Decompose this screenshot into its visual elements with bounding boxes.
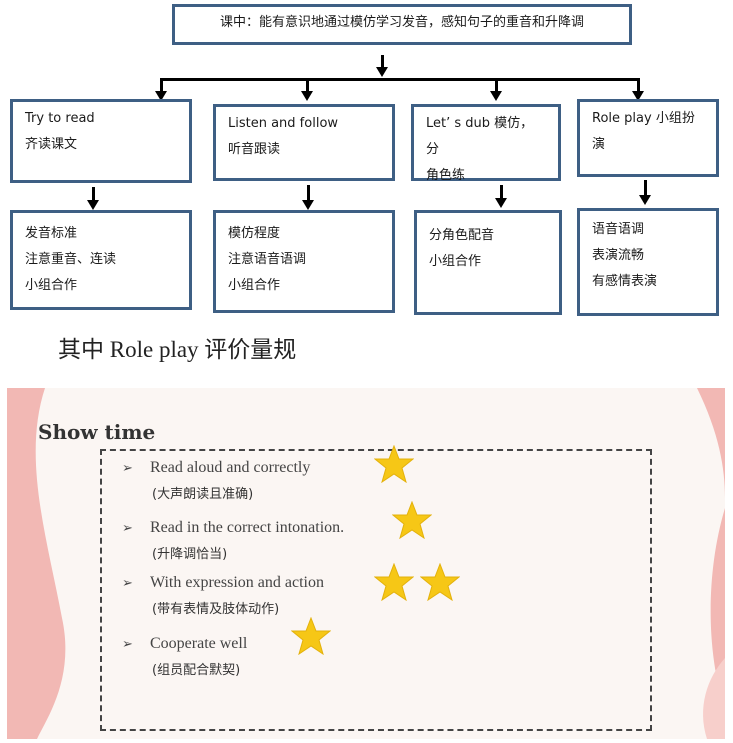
goal-line: 表演流畅 — [592, 248, 645, 263]
goal-line: 注意语音语调 — [228, 252, 307, 267]
star-icon — [291, 617, 331, 655]
connector-stem — [381, 55, 384, 69]
activity-zh: 听音跟读 — [228, 142, 281, 157]
arrow-down-icon — [376, 67, 388, 77]
rubric-caption: 其中 Role play 评价量规 — [58, 337, 297, 362]
arrow-down-icon — [490, 91, 502, 101]
goal-box-role-play: 语音语调 表演流畅 有感情表演 — [577, 208, 719, 316]
activity-en: Let’ s dub — [426, 116, 491, 131]
arrow-bullet-icon: ➢ — [122, 575, 133, 590]
activity-box-dub: Let’ s dub 模仿，分 角色练 — [411, 104, 561, 183]
arrow-down-icon — [632, 91, 644, 101]
connector-branch-4 — [637, 78, 640, 92]
goal-line: 注意重音、连读 — [25, 252, 117, 267]
goal-line: 有感情表演 — [592, 274, 658, 289]
goal-line: 分角色配音 — [429, 228, 495, 243]
criterion-en: Read in the correct intonation. — [150, 519, 345, 536]
arrow-bullet-icon: ➢ — [122, 520, 133, 535]
criterion-zh: (升降调恰当) — [152, 547, 228, 562]
activity-box-role-play: Role play 小组扮 演 — [577, 99, 719, 177]
star-icon — [420, 563, 460, 601]
connector-down-3 — [500, 185, 503, 199]
lesson-goal-text: 课中：能有意识地通过模仿学习发音，感知句子的重音和升降调 — [219, 15, 584, 30]
activity-en-line: Role play 小组扮 — [592, 106, 704, 132]
activity-en: Role play — [592, 111, 652, 126]
criterion-en: Read aloud and correctly — [150, 459, 311, 476]
connector-branch-3 — [495, 78, 498, 92]
star-icon — [374, 445, 414, 483]
criterion-item: ➢ Cooperate well (组员配合默契) — [122, 635, 247, 678]
activity-zh: 演 — [592, 137, 606, 152]
connector-down-1 — [92, 187, 95, 201]
goal-box-dub: 分角色配音 小组合作 — [414, 210, 562, 315]
pink-wave-decoration — [7, 388, 725, 739]
star-icon — [374, 563, 414, 601]
activity-box-listen: Listen and follow 听音跟读 — [213, 104, 395, 181]
criterion-zh: (带有表情及肢体动作) — [152, 602, 280, 617]
criterion-zh: (组员配合默契) — [152, 663, 241, 678]
arrow-down-icon — [302, 200, 314, 210]
goal-line: 语音语调 — [592, 222, 645, 237]
arrow-down-icon — [639, 195, 651, 205]
criterion-en: Cooperate well — [150, 635, 248, 652]
goal-line: 小组合作 — [25, 278, 78, 293]
goal-line: 小组合作 — [429, 254, 482, 269]
activity-zh: 角色练 — [426, 168, 466, 183]
connector-down-4 — [644, 180, 647, 196]
lesson-goal-box: 课中：能有意识地通过模仿学习发音，感知句子的重音和升降调 — [172, 4, 632, 45]
criterion-item: ➢ Read aloud and correctly (大声朗读且准确) — [122, 459, 310, 502]
connector-horizontal — [160, 78, 640, 81]
arrow-down-icon — [155, 91, 167, 101]
goal-line: 小组合作 — [228, 278, 281, 293]
activity-en: Try to read — [25, 111, 95, 126]
criterion-zh: (大声朗读且准确) — [152, 487, 254, 502]
activity-box-read: Try to read 齐读课文 — [10, 99, 192, 183]
criterion-item: ➢ Read in the correct intonation. (升降调恰当) — [122, 519, 344, 562]
star-icon — [392, 501, 432, 539]
connector-down-2 — [307, 185, 310, 201]
activity-zh-inline: 小组扮 — [655, 111, 695, 126]
activity-zh-inline: 模仿，分 — [426, 116, 534, 157]
criterion-item: ➢ With expression and action (带有表情及肢体动作) — [122, 574, 324, 617]
show-time-slide: Show time ➢ Read aloud and correctly (大声朗… — [7, 388, 725, 739]
arrow-down-icon — [495, 198, 507, 208]
arrow-down-icon — [301, 91, 313, 101]
arrow-bullet-icon: ➢ — [122, 460, 133, 475]
connector-branch-2 — [306, 78, 309, 92]
rubric-box: ➢ Read aloud and correctly (大声朗读且准确) ➢ Rea… — [100, 445, 652, 731]
goal-box-listen: 模仿程度 注意语音语调 小组合作 — [213, 210, 395, 313]
arrow-down-icon — [87, 200, 99, 210]
slide-title: Show time — [38, 420, 156, 444]
goal-box-read: 发音标准 注意重音、连读 小组合作 — [10, 210, 192, 310]
connector-branch-1 — [160, 78, 163, 92]
activity-en-line: Let’ s dub 模仿，分 — [426, 111, 546, 163]
criterion-en: With expression and action — [150, 574, 324, 591]
activity-zh: 齐读课文 — [25, 137, 78, 152]
activity-en: Listen and follow — [228, 116, 339, 131]
goal-line: 模仿程度 — [228, 226, 281, 241]
goal-line: 发音标准 — [25, 226, 78, 241]
arrow-bullet-icon: ➢ — [122, 636, 133, 651]
